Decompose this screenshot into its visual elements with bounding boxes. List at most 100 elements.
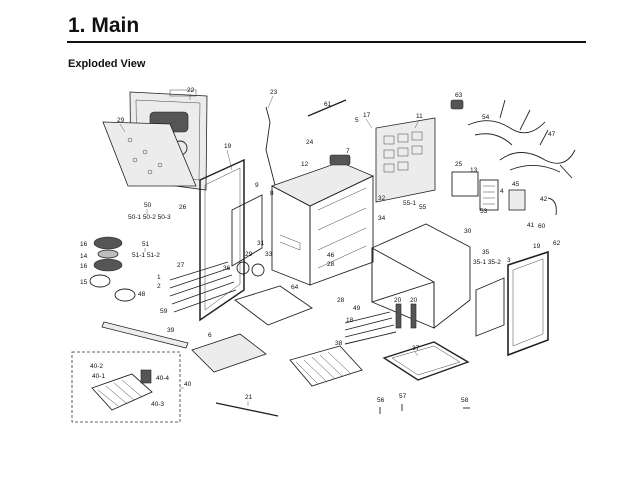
page-title: 1. Main [68,14,140,37]
part-label: 64 [291,284,299,291]
oven-cavity-part [271,154,374,286]
burner-part [89,236,136,302]
part-label: 62 [553,240,561,247]
heating-element-part [169,261,237,313]
oven-rack-part [289,345,363,387]
plate-part [508,189,526,211]
part-label: 29 [245,251,253,258]
part-label: 37 [412,345,420,352]
hinge-part [395,303,417,329]
leader-lines [119,94,420,406]
part-label: 16 [80,241,88,248]
part-label: 16 [80,263,88,270]
part-label: 1 [157,274,161,281]
part-label: 9 [255,182,259,189]
part-label: 51-1 51-2 [132,252,160,259]
part-label: 47 [548,131,556,138]
wire-harness-part [467,99,576,179]
part-label: 7 [346,148,350,155]
part-label: 5 [355,117,359,124]
part-label: 29 [117,117,125,124]
rod-part-21 [215,402,279,417]
part-label: 30 [464,228,472,235]
part-label: 23 [270,89,278,96]
part-label: 38 [335,340,343,347]
part-label: 57 [399,393,407,400]
screw-part [379,404,470,414]
part-label: 8 [270,190,274,197]
rear-panel-part [375,117,436,203]
part-label: 45 [512,181,520,188]
part-label: 31 [257,240,265,247]
part-label: 58 [461,397,469,404]
insulation-part [371,223,471,329]
oven-door-right-part [475,250,549,357]
drawer-frame-part [382,341,470,381]
part-label: 40-1 [92,373,105,380]
part-label: 53 [480,208,488,215]
part-label: 41 [527,222,535,229]
part-label: 13 [470,167,478,174]
accessory-box [71,351,181,423]
fan-cover-part [451,171,499,211]
part-label: 6 [208,332,212,339]
cap-part [450,99,464,110]
part-labels: 22 23 61 63 29 17 5 11 54 47 24 7 19 12 … [80,87,561,408]
back-guard-panel-part [102,121,197,187]
cable-part [547,197,557,216]
part-label: 27 [177,262,185,269]
part-label: 26 [179,204,187,211]
trim-part [101,321,189,349]
part-label: 24 [306,139,314,146]
part-label: 35-1 35-2 [473,259,501,266]
oven-door-left-part [199,158,245,322]
part-label: 50 [144,202,152,209]
part-label: 2 [157,283,161,290]
part-label: 50-1 50-2 50-3 [128,214,171,221]
part-label: 35 [482,249,490,256]
part-label: 55 [419,204,427,211]
part-label: 39 [167,327,175,334]
part-label: 20 [410,297,418,304]
part-label: 48 [138,291,146,298]
part-label: 59 [160,308,168,315]
part-label: 40-3 [151,401,164,408]
part-label: 55-1 [403,200,416,207]
part-label: 17 [363,112,371,119]
part-label: 25 [455,161,463,168]
bar-part [307,99,347,117]
part-label: 4 [500,188,504,195]
part-label: 19 [533,243,541,250]
drawer-pan-part [191,333,267,373]
part-label: 61 [324,101,332,108]
part-label: 12 [301,161,309,168]
part-label: 33 [265,251,273,258]
part-label: 3 [507,257,511,264]
part-label: 28 [327,261,335,268]
part-label: 63 [455,92,463,99]
part-label: 40-4 [156,375,169,382]
part-label: 20 [394,297,402,304]
part-label: 32 [378,195,386,202]
title-underline [67,41,586,43]
part-label: 21 [245,394,253,401]
door-glass-part [231,194,263,267]
part-label: 14 [80,253,88,260]
part-label: 54 [482,114,490,121]
part-label: 36 [223,265,231,272]
part-label: 22 [187,87,195,94]
part-label: 51 [142,241,150,248]
section-subtitle: Exploded View [68,58,146,70]
part-label: 60 [538,223,546,230]
part-label: 11 [416,113,423,120]
part-label: 40 [184,381,192,388]
part-label: 28 [337,297,345,304]
part-label: 34 [378,215,386,222]
bake-element-tray-part [234,285,313,326]
part-label: 19 [224,143,232,150]
rod-part [265,106,276,186]
part-label: 15 [80,279,88,286]
part-label: 40-2 [90,363,103,370]
broiler-rack-part [91,369,153,411]
